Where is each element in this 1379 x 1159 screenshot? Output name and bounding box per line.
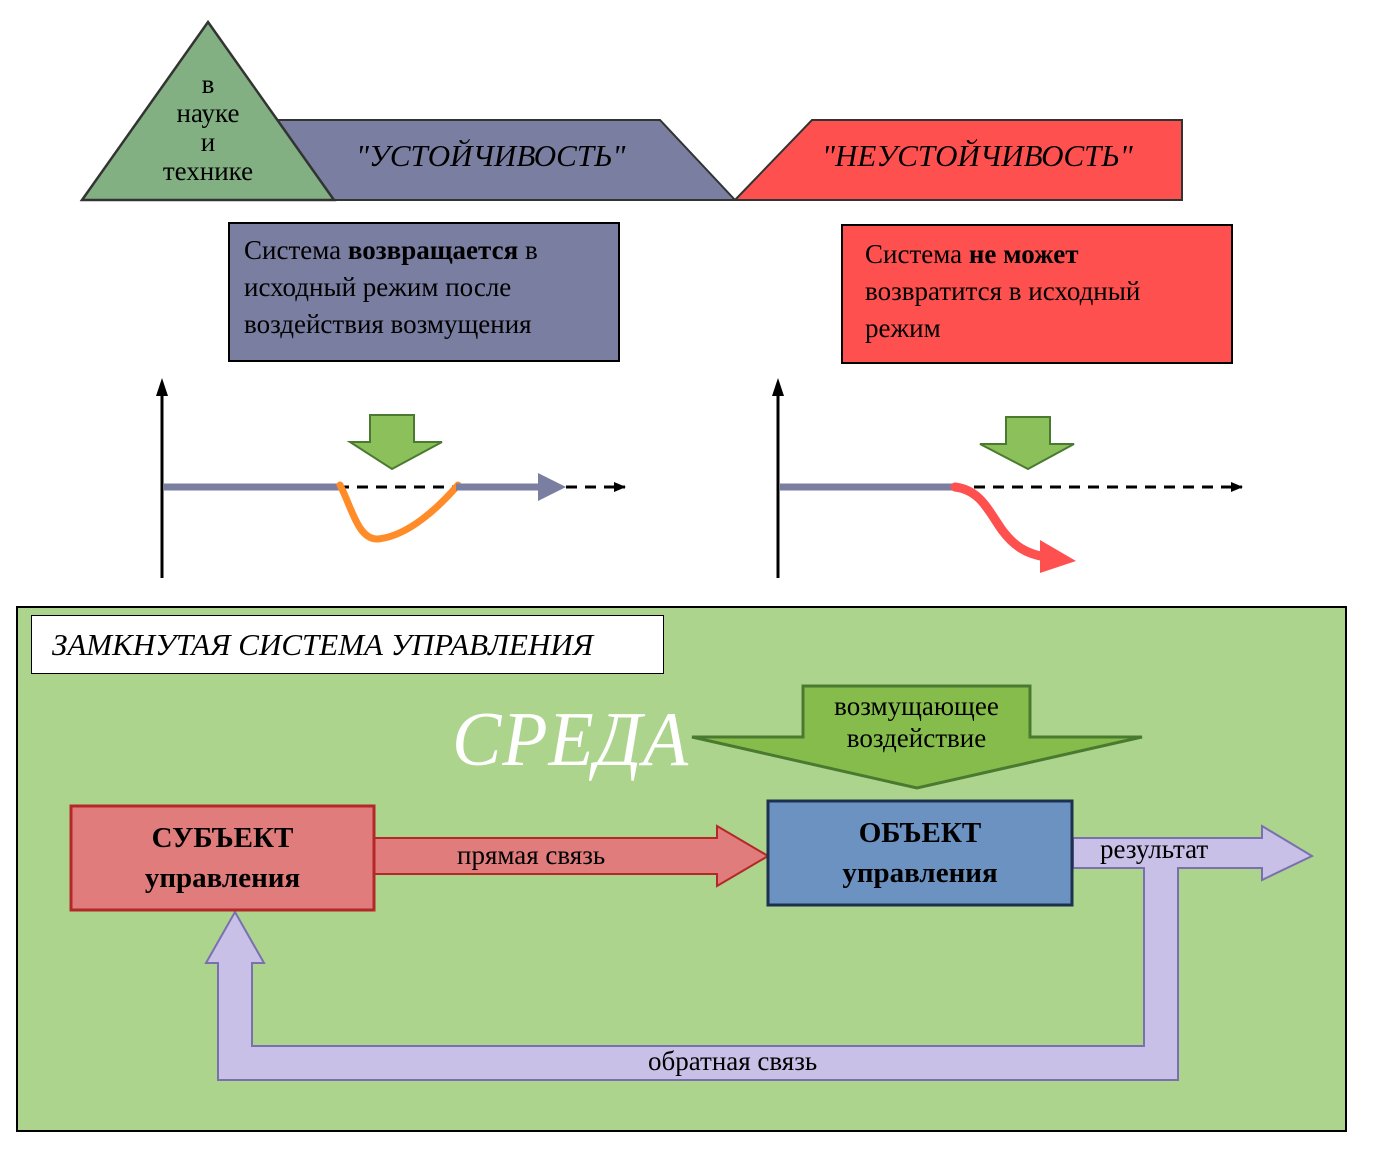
object-line: управления [842, 857, 998, 889]
result-label: результат [1100, 834, 1209, 864]
instability-banner [732, 119, 1183, 201]
triangle-line: и [200, 127, 216, 157]
unstable-y-axis-arrowhead [772, 378, 784, 396]
feedback-loop-arrow [204, 824, 1315, 1081]
subject-block [69, 804, 376, 912]
unstable-desc-prefix: Система [865, 239, 969, 269]
disturbance-line: возмущающее [834, 691, 999, 721]
instability-label: "НЕУСТОЙЧИВОСТЬ" [822, 138, 1133, 173]
stability-label: "УСТОЙЧИВОСТЬ" [356, 138, 626, 173]
unstable-description-box: Система не может возвратится в исходный … [841, 224, 1233, 364]
science-triangle [79, 19, 337, 202]
environment-label: СРЕДА [452, 696, 690, 784]
subject-label: СУБЪЕКТ управления [71, 818, 374, 898]
disturbance-label: возмущающее воздействие [800, 690, 1033, 754]
stable-y-axis-arrowhead [156, 378, 168, 396]
unstable-disturbance-arrow-icon [979, 416, 1075, 471]
unstable-deviation-curve [950, 482, 1051, 562]
unstable-desc-bold: не может [968, 239, 1079, 269]
stable-graph [156, 378, 626, 578]
object-block [766, 799, 1074, 907]
unstable-graph [772, 378, 1243, 578]
subject-line: СУБЪЕКТ [151, 822, 294, 854]
object-line: ОБЪЕКТ [858, 817, 982, 849]
stable-return-arrowhead [538, 473, 566, 501]
unstable-deviation-arrowhead [1040, 540, 1076, 573]
stable-desc-bold: возвращается [347, 235, 519, 265]
stable-disturbance-arrow-icon [346, 414, 443, 471]
triangle-line: в [201, 69, 215, 99]
disturbance-line: воздействие [846, 723, 987, 753]
closed-loop-title: ЗАМКНУТАЯ СИСТЕМА УПРАВЛЕНИЯ [31, 615, 664, 674]
disturbance-arrow [691, 684, 1143, 790]
stable-description-box: Система возвращается в исходный режим по… [228, 222, 620, 362]
feedback-label: обратная связь [648, 1046, 818, 1076]
unstable-desc-rest: возвратится в исходный режим [865, 276, 1141, 343]
forward-link-arrow [373, 824, 770, 888]
stable-desc-prefix: Система [244, 235, 348, 265]
object-label: ОБЪЕКТ управления [768, 813, 1072, 893]
subject-line: управления [144, 862, 301, 894]
triangle-label: в науке и технике [140, 70, 276, 186]
forward-link-label: прямая связь [457, 840, 606, 870]
stable-desc-rest: в исходный режим после воздействия возму… [244, 235, 538, 339]
triangle-line: науке [176, 98, 240, 128]
triangle-line: технике [162, 156, 254, 186]
stable-deviation-curve [336, 481, 462, 543]
